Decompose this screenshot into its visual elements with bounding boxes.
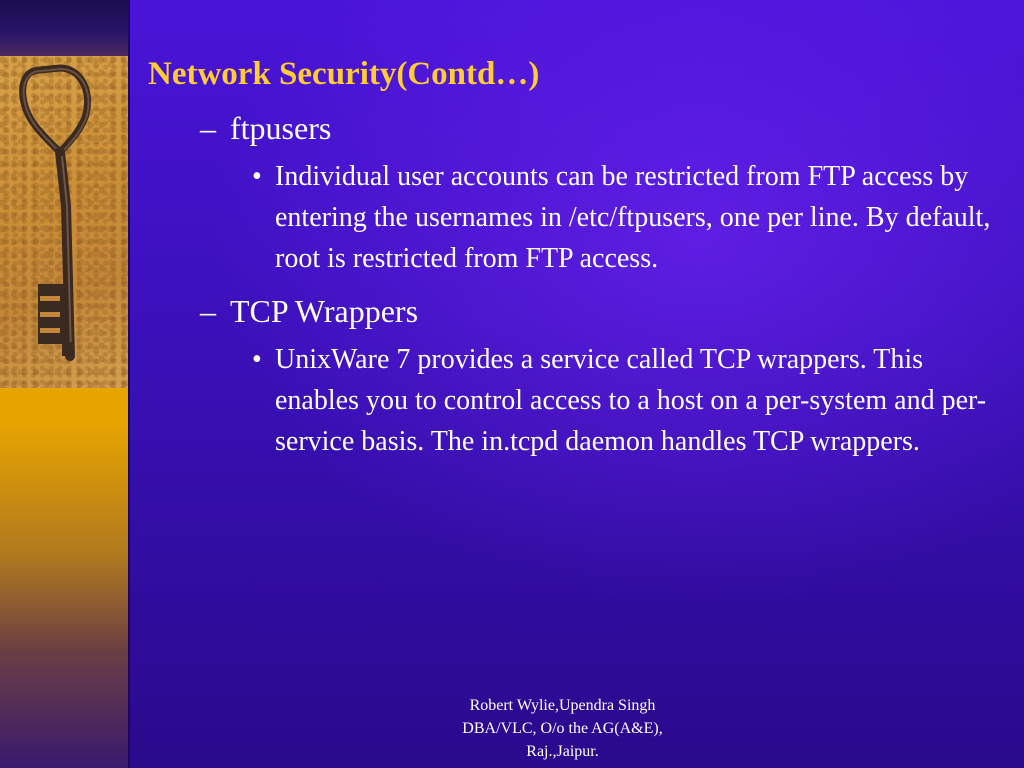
sidebar-decoration <box>0 0 128 768</box>
subheading-text: TCP Wrappers <box>230 293 419 329</box>
subheading-text: ftpusers <box>230 110 332 146</box>
slide-footer: Robert Wylie,Upendra Singh DBA/VLC, O/o … <box>420 694 705 763</box>
bullet-ftpusers: • Individual user accounts can be restri… <box>148 156 1008 279</box>
slide-title: Network Security(Contd…) <box>148 56 540 92</box>
bullet-tcp-wrappers: • UnixWare 7 provides a service called T… <box>148 339 1008 462</box>
subheading-ftpusers: – ftpusers <box>148 108 1008 148</box>
sidebar-top-band <box>0 0 128 56</box>
key-photo <box>0 56 128 388</box>
bullet-marker: • <box>252 161 262 192</box>
sidebar-divider <box>128 0 130 768</box>
footer-line-location: Raj.,Jaipur. <box>526 743 599 760</box>
key-icon <box>19 64 91 361</box>
footer-line-author: Robert Wylie,Upendra Singh <box>469 697 656 714</box>
footer-line-office: DBA/VLC, O/o the AG(A&E), <box>462 720 663 737</box>
bullet-text: UnixWare 7 provides a service called TCP… <box>275 344 987 457</box>
slide-content: Network Security(Contd…) – ftpusers • In… <box>148 52 1008 462</box>
subheading-tcp-wrappers: – TCP Wrappers <box>148 291 1008 331</box>
dash-marker: – <box>200 293 216 329</box>
bullet-marker: • <box>252 344 262 375</box>
bullet-text: Individual user accounts can be restrict… <box>275 161 991 274</box>
dash-marker: – <box>200 110 216 146</box>
